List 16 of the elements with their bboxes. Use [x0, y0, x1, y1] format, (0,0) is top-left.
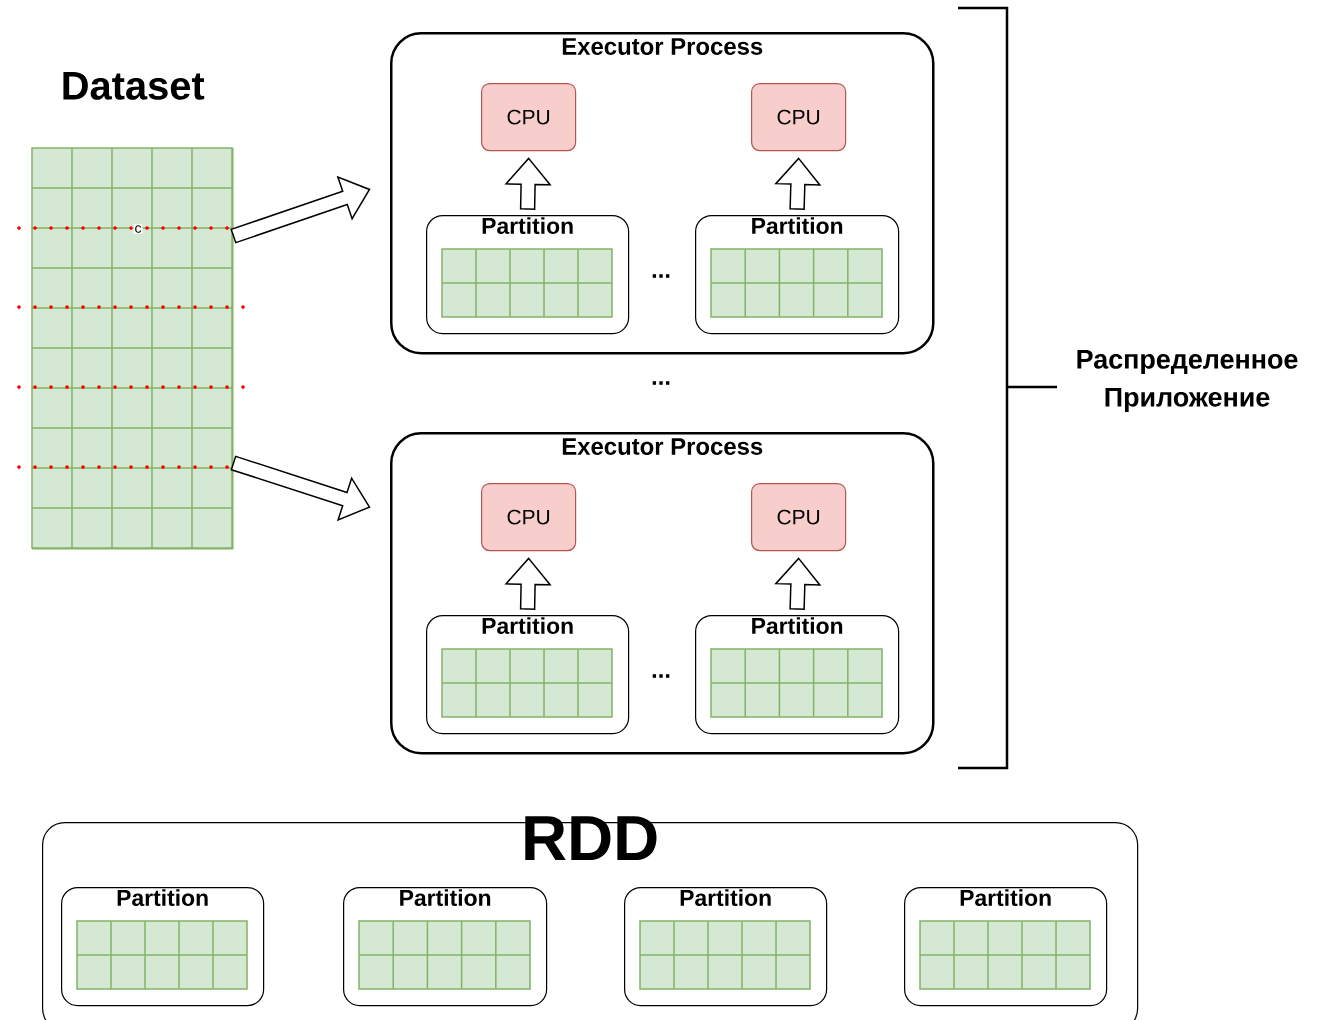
block-arrow: [774, 157, 822, 210]
ellipsis: ...: [652, 274, 670, 278]
cell-mark: c: [133, 224, 143, 234]
block-arrow: [230, 175, 371, 244]
cpu-box: CPU: [481, 483, 577, 552]
block-arrow: [774, 557, 822, 610]
node-label: Dataset: [63, 72, 205, 100]
ellipsis: ...: [652, 674, 670, 678]
bracket-label: Распределенное Приложение: [1077, 350, 1298, 412]
cpu-box: CPU: [481, 83, 577, 152]
cpu-box: CPU: [751, 83, 847, 152]
block-arrow: [504, 157, 552, 210]
ellipsis: ...: [652, 381, 670, 385]
block-arrow: [230, 455, 371, 522]
block-arrow: [504, 557, 552, 610]
cpu-box: CPU: [751, 483, 847, 552]
